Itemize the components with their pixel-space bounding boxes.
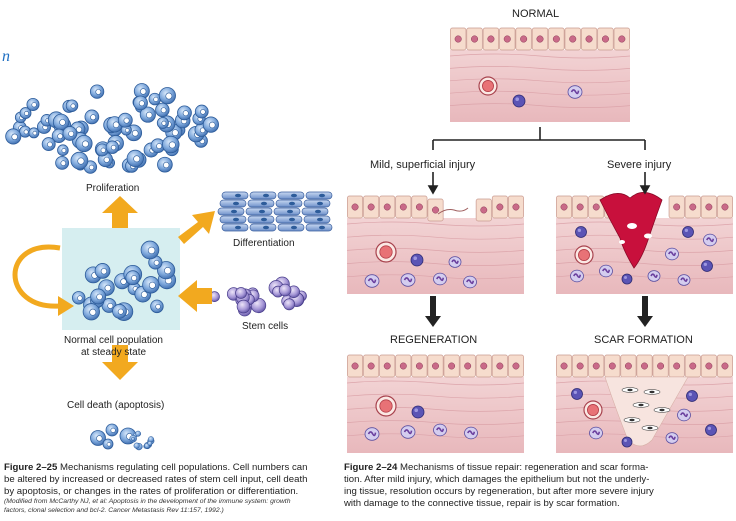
arrow-up <box>102 196 138 228</box>
header-scar: SCAR FORMATION <box>594 334 693 346</box>
label-stem-cells: Stem cells <box>242 321 289 332</box>
panel-scar-formation <box>555 354 734 453</box>
panel-normal <box>449 27 631 122</box>
arrow-left <box>178 280 212 312</box>
panel-mild-injury <box>346 195 525 294</box>
proliferating-cells <box>5 83 219 174</box>
title-fragment: n <box>2 48 10 65</box>
panel-severe-injury <box>555 192 734 294</box>
left-caption: Figure 2–25 Mechanisms regulating cell p… <box>4 462 308 514</box>
apoptotic-cells <box>90 423 155 451</box>
left-caption-number: Figure 2–25 <box>4 462 58 473</box>
header-mild: Mild, superficial injury <box>370 159 476 171</box>
arrow-down <box>102 345 138 380</box>
label-steady-state-1: Normal cell population <box>64 335 163 346</box>
right-caption: Figure 2–24 Mechanisms of tissue repair:… <box>344 462 654 509</box>
label-proliferation: Proliferation <box>86 183 140 194</box>
steady-state-cells <box>71 240 177 321</box>
panel-regeneration <box>346 354 525 453</box>
label-steady-state-2: at steady state <box>81 347 147 358</box>
cell-population-diagram <box>5 83 333 451</box>
label-cell-death: Cell death (apoptosis) <box>67 400 165 411</box>
flow-lines <box>427 127 651 195</box>
header-severe: Severe injury <box>607 159 672 171</box>
label-differentiation: Differentiation <box>233 238 295 249</box>
right-caption-number: Figure 2–24 <box>344 462 398 473</box>
header-regeneration: REGENERATION <box>390 334 478 346</box>
arrow-diagonal <box>178 211 215 244</box>
arrows <box>12 196 215 380</box>
differentiated-cells <box>217 191 333 232</box>
thick-arrows <box>425 296 653 327</box>
arrow-loop <box>12 244 61 309</box>
header-normal: NORMAL <box>512 8 560 20</box>
